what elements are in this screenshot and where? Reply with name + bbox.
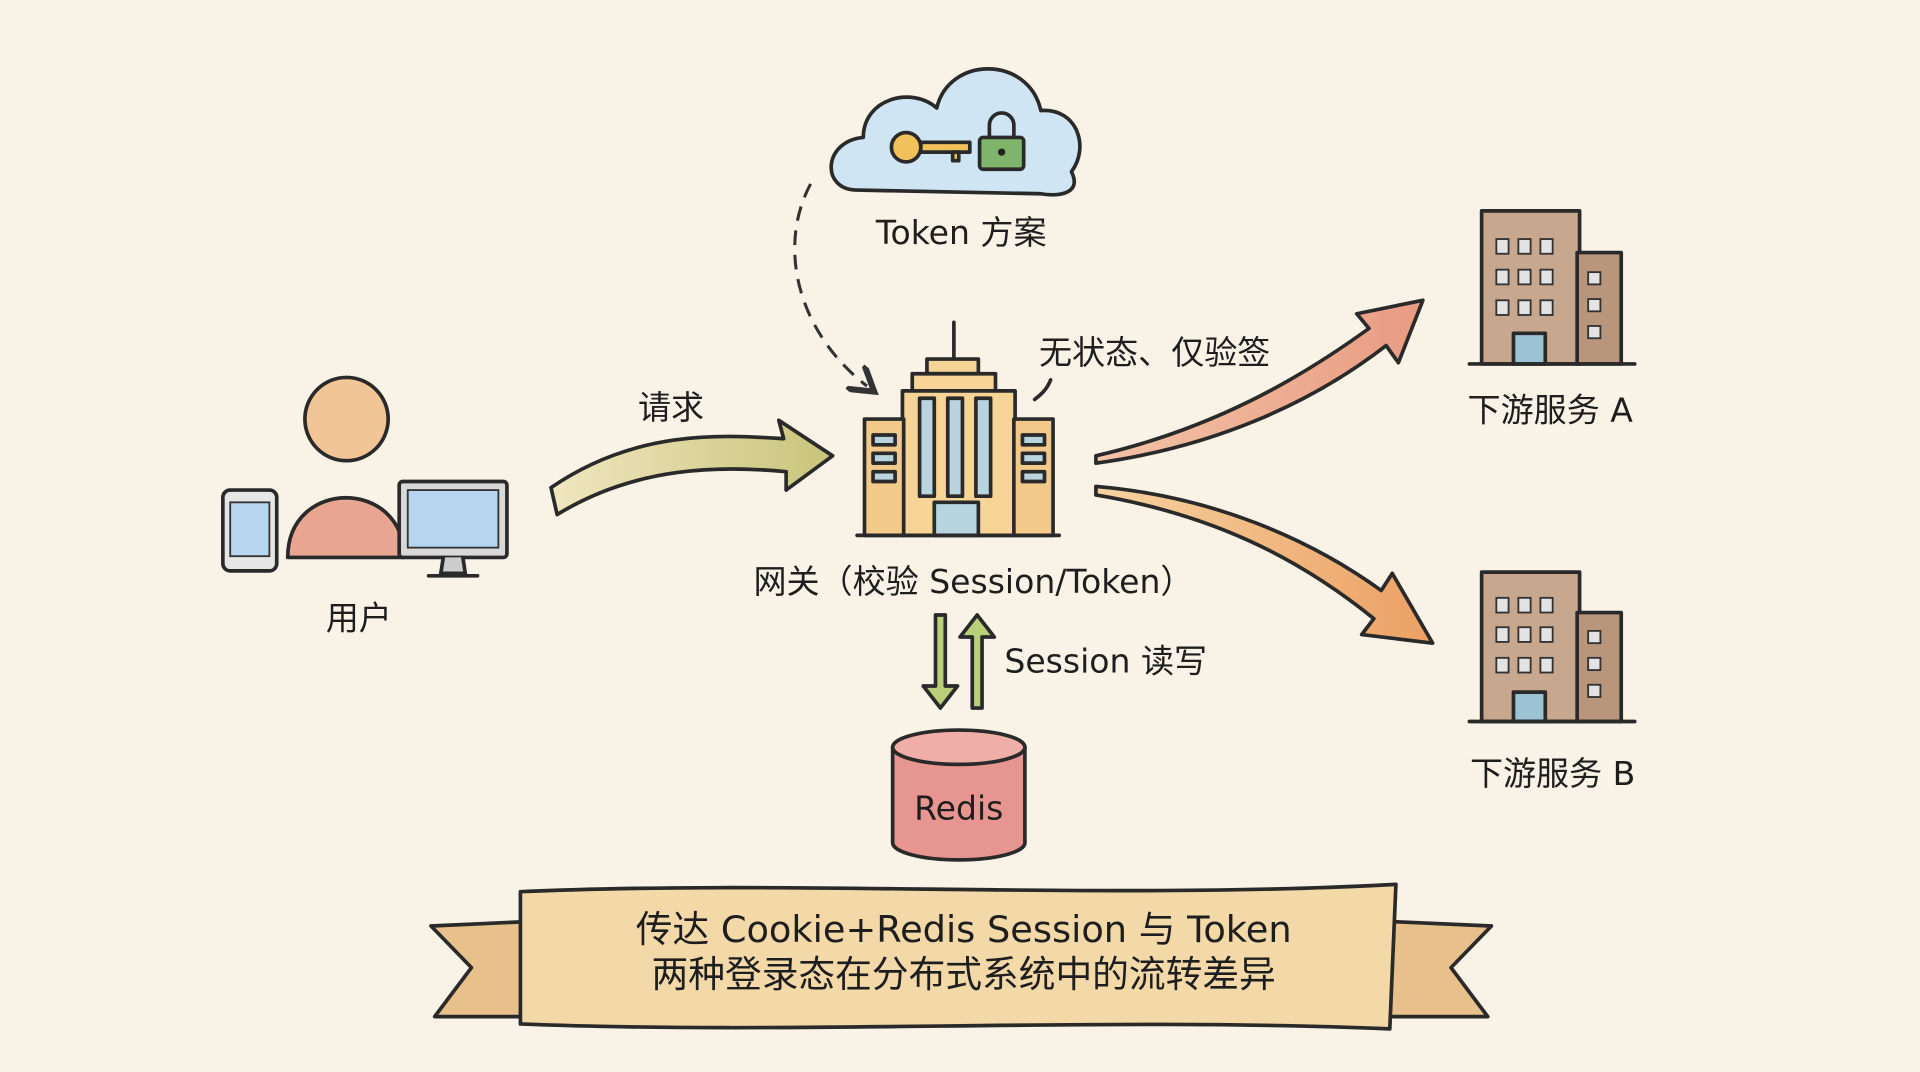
- redis-cylinder: Redis: [890, 728, 1027, 862]
- request-arrow: [549, 418, 835, 517]
- user-label: 用户: [326, 599, 392, 638]
- arrow-down: [921, 613, 960, 710]
- arrow-to-service-b: [1094, 484, 1435, 645]
- service-b-label: 下游服务 B: [1470, 754, 1635, 793]
- token-scheme-label: Token 方案: [875, 213, 1047, 252]
- service-a-label: 下游服务 A: [1468, 391, 1634, 430]
- redis-label: Redis: [914, 788, 1003, 827]
- request-label: 请求: [638, 388, 704, 427]
- lock-icon: [977, 111, 1026, 172]
- service-a-building: [1467, 209, 1637, 366]
- note-pointer: [1032, 378, 1053, 402]
- banner-line-1: 传达 Cookie+Redis Session 与 Token: [636, 908, 1292, 951]
- title-banner: 传达 Cookie+Redis Session 与 Token 两种登录态在分布…: [429, 882, 1494, 1031]
- gateway-note: 无状态、仅验签: [1039, 333, 1270, 372]
- phone-icon: [221, 488, 279, 573]
- arrow-to-service-a: [1094, 298, 1425, 465]
- gateway-building: [855, 320, 1062, 538]
- arrow-up: [958, 613, 997, 710]
- gateway-label: 网关（校验 Session/Token）: [753, 562, 1193, 601]
- monitor-icon: [397, 479, 509, 578]
- session-rw-arrows: [921, 613, 997, 710]
- person-icon: [285, 375, 406, 560]
- user-group: 用户: [221, 375, 509, 638]
- token-cloud: Token 方案: [829, 67, 1082, 252]
- dashed-arrow-token-to-gateway: [793, 183, 867, 386]
- service-b-building: [1467, 570, 1637, 724]
- key-icon: [889, 130, 972, 164]
- cloud-icon: [829, 67, 1082, 197]
- session-rw-label: Session 读写: [1004, 642, 1207, 681]
- banner-line-2: 两种登录态在分布式系统中的流转差异: [652, 953, 1276, 996]
